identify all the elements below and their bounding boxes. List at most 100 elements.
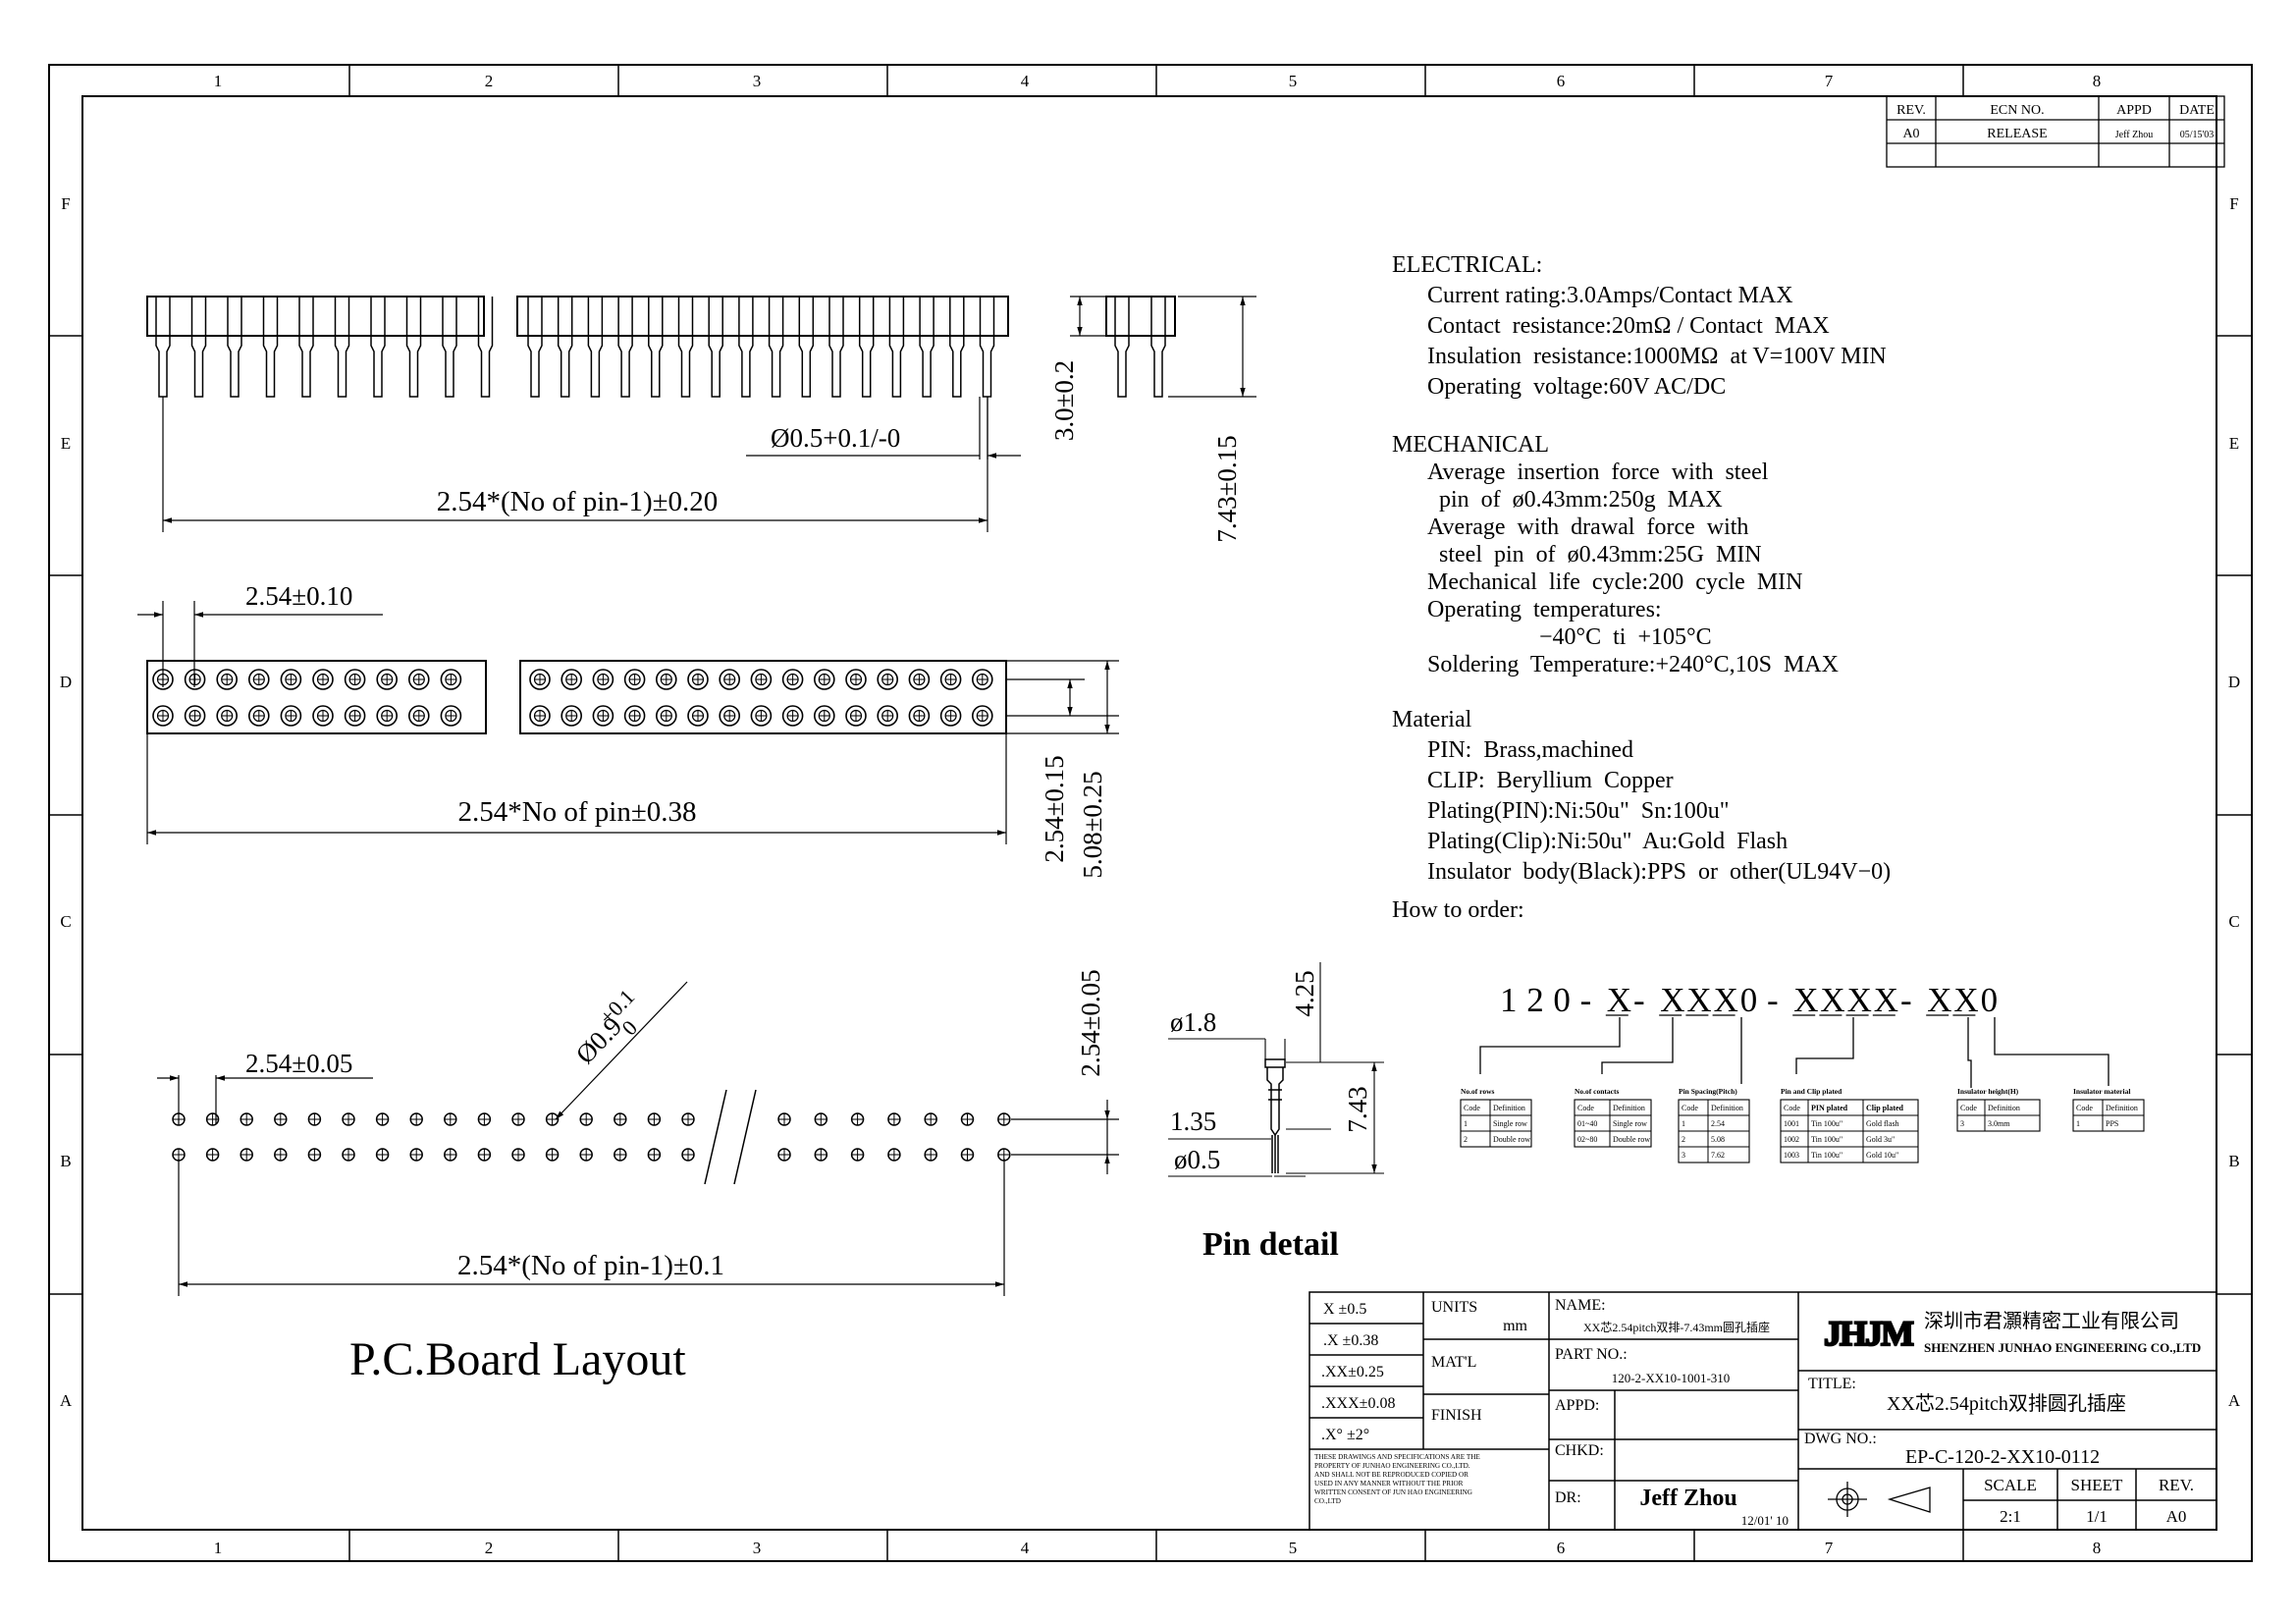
pcb-hole [681,1112,695,1126]
contact-hole [184,705,206,727]
order-table-cell: 1 [1682,1119,1685,1128]
connector-top-view: 2.54±0.10 2.54*No of pin±0.38 2.54±0.15 … [137,581,1119,879]
company-name-en: SHENZHEN JUNHAO ENGINEERING CO.,LTD [1924,1340,2201,1355]
spec-line: pin of ø0.43mm:250g MAX [1427,487,1723,513]
pcb-hole [777,1112,791,1126]
contact-hole [719,705,741,727]
pcb-hole [614,1112,627,1126]
pcb-hole [444,1112,457,1126]
grid-row-label: A [60,1391,73,1410]
rev-value: A0 [1902,127,1919,141]
matl-label: MAT'L [1431,1354,1476,1371]
pcb-layout-label: P.C.Board Layout [349,1333,686,1385]
contact-hole [344,669,366,690]
contact-hole [781,705,804,727]
pcb-hole [960,1148,975,1162]
pcb-hole [409,1148,423,1162]
order-table-cell: 1 [1464,1119,1468,1128]
part-label: PART NO.: [1555,1346,1628,1363]
pcb-hole [814,1148,828,1162]
contact-hole [529,669,551,690]
order-table-cell: 5.08 [1711,1135,1725,1144]
grid-row-label: F [61,194,70,213]
chkd-label: CHKD: [1555,1442,1604,1459]
order-table-cell: Code [1784,1104,1800,1112]
order-table-cell: 3 [1960,1119,1964,1128]
order-table-cell: Gold 3u" [1866,1135,1895,1144]
contact-hole [845,669,867,690]
housing-top-left [146,660,487,734]
grid-col-label: 1 [214,1539,223,1557]
pcb-hole [274,1148,288,1162]
order-table-cell: Tin 100u" [1811,1135,1842,1144]
specifications: ELECTRICAL:Current rating:3.0Amps/Contac… [1392,252,1891,923]
contact-pin [405,297,422,398]
rev-header: REV. [1896,103,1926,118]
contact-hole [687,669,709,690]
contact-pin [334,297,350,398]
contact-hole [152,705,174,727]
side-pin [1114,297,1130,398]
revision-table: REV. ECN NO. APPD DATE A0 RELEASE Jeff Z… [1886,95,2225,168]
pcb-hole [614,1148,627,1162]
title-value: XX芯2.54pitch双排圆孔插座 [1887,1392,2126,1415]
pcb-hole [887,1112,901,1126]
contact-pin [979,297,995,398]
grid-col-label: 8 [2093,1539,2102,1557]
pcb-hole [997,1112,1011,1126]
spec-line: Plating(Clip):Ni:50u" Au:Gold Flash [1427,829,1788,854]
order-table-title: No.of contacts [1575,1087,1619,1096]
order-table-cell: 1003 [1784,1151,1799,1160]
spec-heading: MECHANICAL [1392,432,1549,458]
order-table-cell: PPS [2106,1119,2118,1128]
order-table-cell: Gold 10u" [1866,1151,1898,1160]
spec-line: Insulator body(Black):PPS or other(UL94V… [1427,859,1891,885]
order-table-cell: Single row [1493,1119,1527,1128]
finish-label: FINISH [1431,1407,1482,1424]
grid-col-label: 8 [2093,72,2102,90]
contact-pin [527,297,543,398]
contact-pin [557,297,573,398]
dim-overall-width: 5.08±0.25 [1078,771,1107,878]
pcb-hole [307,1112,322,1126]
contact-hole [216,705,238,727]
dim-pcb-row: 2.54±0.05 [1076,969,1105,1076]
grid-col-label: 4 [1021,72,1030,90]
contact-hole [655,705,677,727]
contact-hole [939,669,962,690]
notice-line: AND SHALL NOT BE REPRODUCED COPIED OR [1314,1471,1468,1479]
sheet-label: SHEET [2071,1476,2124,1494]
date-value: 05/15'03 [2180,130,2215,140]
contact-pin [768,297,784,398]
tolerance-1: .X ±0.38 [1323,1332,1378,1349]
spec-line: Contact resistance:20mΩ / Contact MAX [1427,313,1830,339]
pcb-hole [274,1112,288,1126]
rev-value-block: A0 [2166,1507,2187,1526]
pin-row-left [155,297,494,398]
order-table-cell: Tin 100u" [1811,1119,1842,1128]
pcb-hole [681,1148,695,1162]
appd-header: APPD [2116,103,2152,118]
name-label: NAME: [1555,1297,1606,1314]
grid-col-label: 6 [1557,72,1566,90]
contact-pin [298,297,314,398]
contact-pin [738,297,754,398]
contact-pin [919,297,934,398]
scale-label: SCALE [1984,1476,2037,1494]
pcb-hole [342,1148,355,1162]
dim-pin-head-height: 4.25 [1290,970,1319,1016]
contact-hole [247,669,270,690]
pcb-hole [647,1148,662,1162]
spec-line: Operating voltage:60V AC/DC [1427,374,1726,400]
notice-line: WRITTEN CONSENT OF JUN HAO ENGINEERING [1314,1488,1472,1496]
dim-top-pitch: 2.54*(No of pin-1)±0.20 [437,486,719,517]
dim-side-height: 3.0±0.2 [1049,360,1079,441]
